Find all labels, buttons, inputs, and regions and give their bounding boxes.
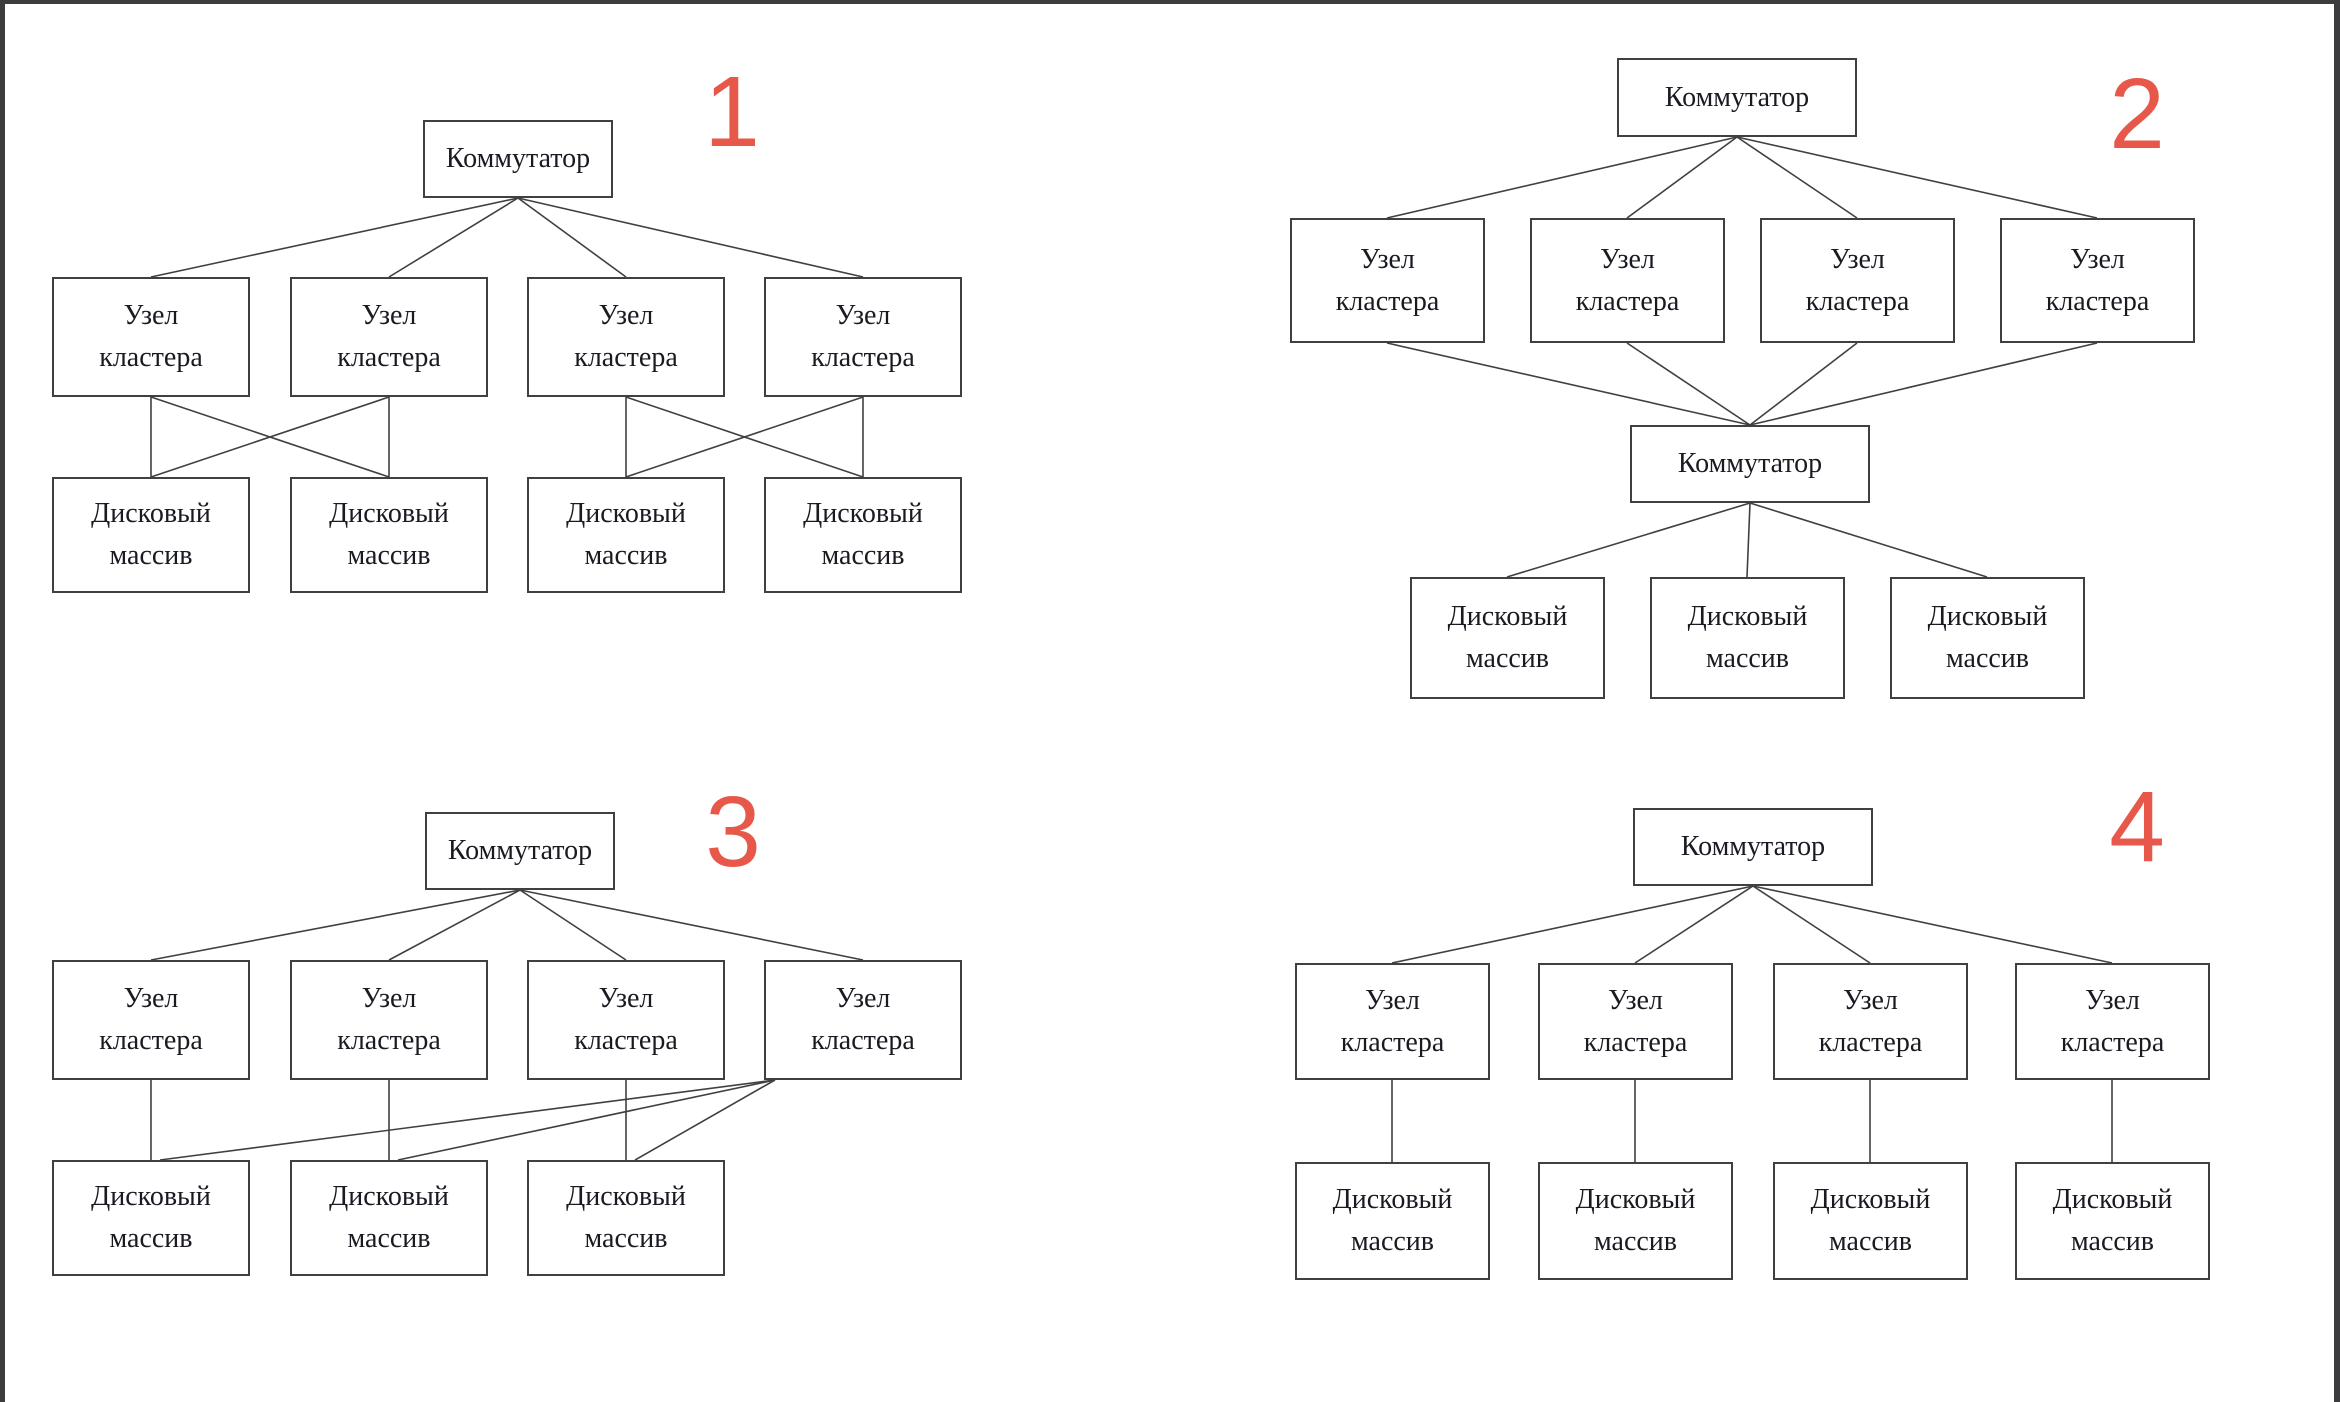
connector-line <box>1749 502 1988 578</box>
connector-line <box>1736 136 1858 219</box>
connector-line <box>1736 136 2098 219</box>
connector-line <box>1626 342 1751 426</box>
connector-line <box>625 396 864 478</box>
connector-line <box>517 197 627 278</box>
connector-line <box>1746 502 1751 578</box>
connector-line <box>519 889 864 961</box>
connector-line <box>150 889 521 961</box>
connector-line <box>1634 885 1754 964</box>
connector-line <box>517 197 864 278</box>
connector-line <box>1386 342 1751 426</box>
connector-line <box>150 197 519 278</box>
connector-line <box>150 396 390 478</box>
connector-line <box>1506 502 1751 578</box>
connector-line <box>388 889 521 961</box>
connector-line <box>397 1079 776 1161</box>
screen-border-top <box>0 0 2340 4</box>
connector-line <box>1749 342 2098 426</box>
connector-line <box>1626 136 1738 219</box>
connector-line <box>388 197 519 278</box>
connector-line <box>1752 885 2113 964</box>
connector-line <box>1749 342 1858 426</box>
connector-line <box>1386 136 1738 219</box>
connector-line <box>519 889 627 961</box>
connector-line <box>1391 885 1754 964</box>
connector-line <box>1752 885 1871 964</box>
screen-border-left <box>0 0 5 1402</box>
connector-line <box>159 1079 776 1161</box>
connector-line <box>634 1079 776 1161</box>
screen-border-right <box>2334 0 2340 1402</box>
